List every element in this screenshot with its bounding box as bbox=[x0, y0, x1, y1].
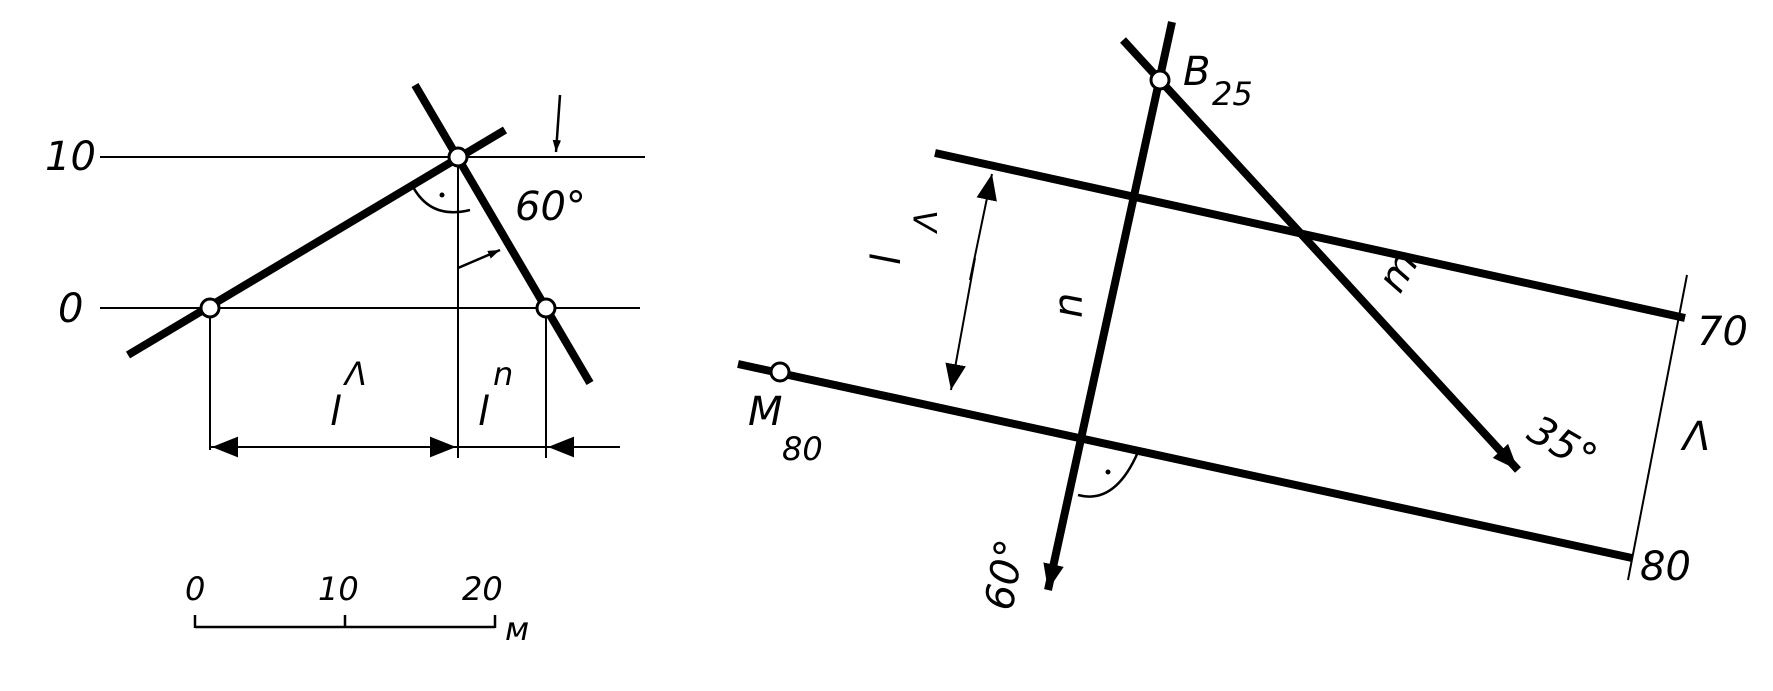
level-label-10: 10 bbox=[45, 134, 96, 180]
point-b-letter: B bbox=[1183, 49, 1210, 95]
span-superscript: Λ bbox=[907, 210, 945, 235]
point-m-letter: M bbox=[748, 389, 783, 435]
plane-label: Λ bbox=[1680, 414, 1710, 460]
scale-label-10: 10 bbox=[318, 570, 359, 608]
span-label: l bbox=[864, 254, 910, 265]
scale-bar: 0 10 20 м bbox=[185, 570, 529, 648]
segment-sup-lambda: Λ bbox=[342, 355, 367, 393]
edge-label-70: 70 bbox=[1697, 309, 1748, 355]
angle-arrow-top bbox=[552, 94, 562, 153]
inclined-line-b bbox=[411, 82, 594, 386]
point-m-index: 80 bbox=[782, 430, 823, 468]
point-b bbox=[1149, 69, 1171, 91]
scale-label-0: 0 bbox=[185, 570, 205, 608]
plane-line-bottom bbox=[737, 360, 1633, 562]
line-m bbox=[1120, 37, 1521, 473]
inclined-line-a bbox=[125, 126, 508, 359]
point-right bbox=[535, 297, 557, 319]
segment-label-lambda: l bbox=[330, 389, 341, 435]
line-n bbox=[1043, 21, 1176, 591]
left-figure: 10 0 60° l Λ l n 0 10 20 м bbox=[45, 82, 645, 648]
scale-unit: м bbox=[505, 610, 529, 648]
right-angle-dot-right bbox=[1105, 469, 1111, 475]
angle-label-60: 60° bbox=[515, 184, 586, 230]
line-n-label: n bbox=[1046, 293, 1092, 318]
point-b-index: 25 bbox=[1212, 75, 1253, 113]
point-left bbox=[199, 297, 221, 319]
angle-arrow-bottom bbox=[457, 248, 501, 270]
right-figure: B 25 M 80 n m l Λ 35° 60° 70 80 Λ bbox=[737, 21, 1748, 614]
angle-label-60-rotated: 60° bbox=[977, 536, 1035, 614]
plane-edge bbox=[1627, 274, 1688, 581]
segment-label-n: l bbox=[478, 389, 489, 435]
angle-label-35: 35° bbox=[1520, 407, 1604, 482]
right-angle-arc bbox=[410, 184, 471, 214]
level-label-0: 0 bbox=[58, 286, 83, 332]
point-m bbox=[769, 361, 791, 383]
edge-label-80: 80 bbox=[1640, 544, 1691, 590]
point-top bbox=[447, 146, 469, 168]
span-arrow-down bbox=[945, 257, 976, 391]
segment-sup-n: n bbox=[493, 355, 513, 393]
right-angle-dot bbox=[439, 192, 445, 198]
scale-label-20: 20 bbox=[462, 570, 503, 608]
right-angle-arc-right bbox=[1077, 451, 1140, 498]
plane-line-top bbox=[934, 149, 1686, 322]
